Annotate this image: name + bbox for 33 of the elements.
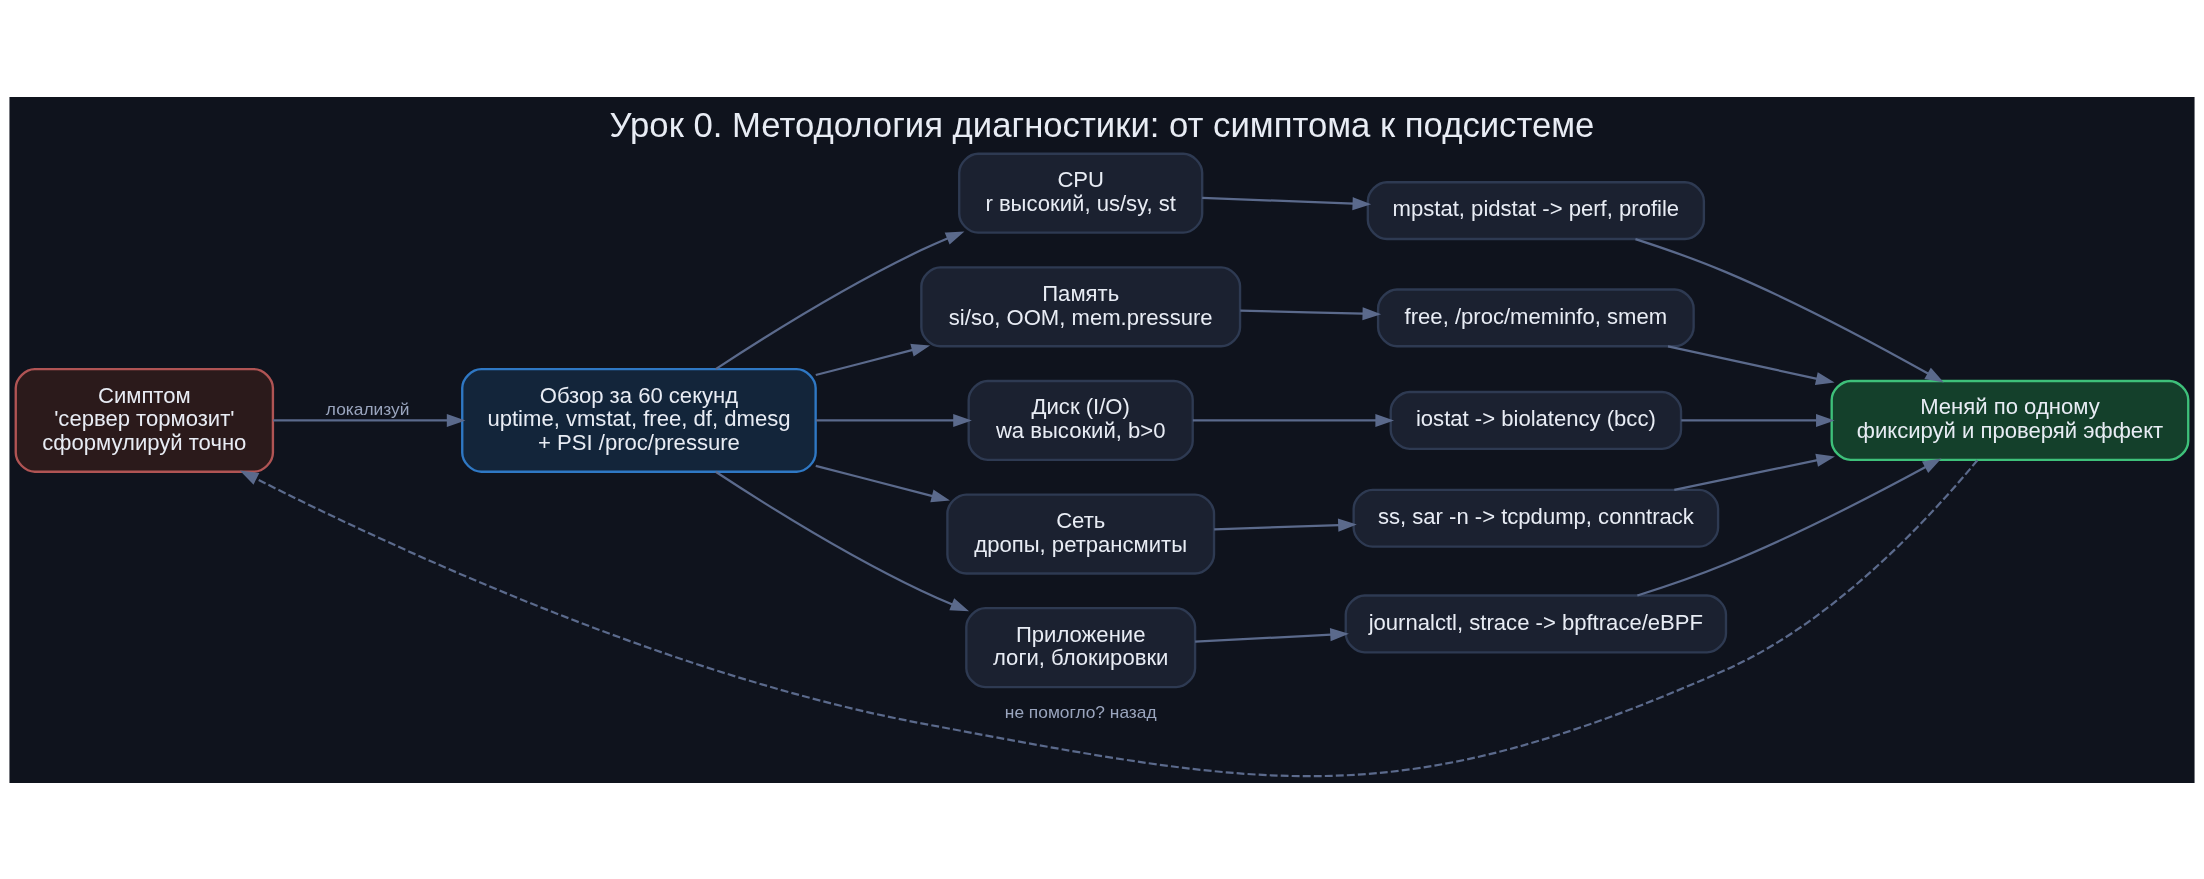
arrow	[715, 230, 965, 370]
arrow	[815, 343, 931, 376]
node-box: CPU r высокий, us/sy, st	[958, 152, 1204, 234]
arrow	[239, 459, 1979, 777]
arrow	[1202, 196, 1372, 210]
arrow	[1192, 413, 1394, 427]
node-box: Меняй по одному фиксируй и проверяй эффект	[1830, 379, 2190, 461]
node-box: Диск (I/O) wa высокий, b>0	[967, 379, 1194, 461]
node-box: mpstat, pidstat -> perf, profile	[1366, 180, 1706, 240]
arrow	[815, 464, 950, 502]
arrow	[815, 413, 972, 427]
node-box: Обзор за 60 секунд uptime, vmstat, free, df, dmesg + PSI /proc/pressure	[461, 367, 817, 473]
node-box: journalctl, strace -> bpftrace/eBPF	[1344, 593, 1728, 654]
edge-label: локализуй	[325, 398, 410, 419]
arrow	[1635, 237, 1944, 382]
node-box: free, /proc/meminfo, smem	[1376, 287, 1695, 347]
arrow	[1667, 344, 1835, 385]
node-box: Приложение логи, блокировки	[965, 606, 1197, 688]
arrow	[715, 470, 970, 611]
node-box: ss, sar -n -> tcpdump, conntrack	[1352, 488, 1720, 548]
diagram-title: Урок 0. Методология диагностики: от симптома к подсистеме	[609, 105, 1595, 144]
arrow	[1195, 627, 1349, 643]
arrow	[1637, 457, 1942, 597]
arrow	[1674, 453, 1835, 491]
node-box: Симптом 'сервер тормозит' сформулируй точно	[14, 367, 275, 473]
arrow	[1681, 413, 1835, 427]
arrow	[273, 413, 466, 427]
node-box: Сеть дропы, ретрансмиты	[946, 492, 1216, 575]
arrow	[1240, 306, 1382, 320]
edge-label: не помогло? назад	[1004, 701, 1157, 722]
node-box: Память si/so, OOM, mem.pressure	[920, 265, 1242, 347]
arrow	[1214, 518, 1357, 532]
node-box: iostat -> biolatency (bcc)	[1389, 390, 1683, 450]
